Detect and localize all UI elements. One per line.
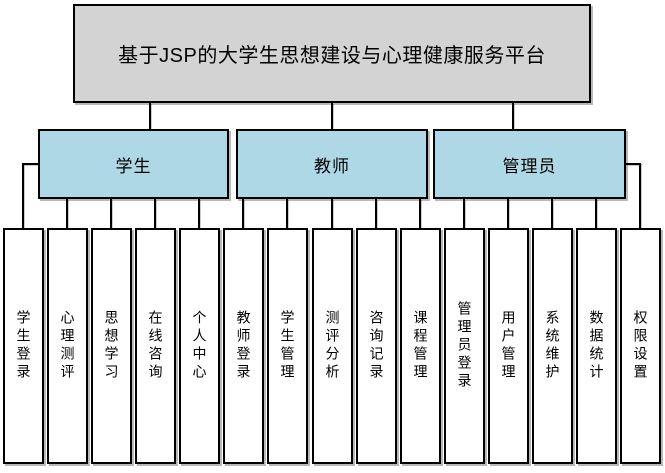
connector-teacher-leaf5 — [419, 199, 421, 228]
leaf-label: 课程管理 — [412, 310, 429, 382]
branch-node-student: 学生 — [38, 129, 229, 199]
connector-admin-leaf1 — [463, 199, 465, 228]
leaf-node-ideology-learning: 思想学习 — [91, 228, 132, 464]
connector-student-leaf5 — [198, 199, 200, 228]
connector-root-teacher — [331, 103, 333, 129]
connector-root-student — [149, 103, 151, 129]
leaf-node-consult-records: 咨询记录 — [356, 228, 397, 464]
leaf-label: 学生管理 — [279, 310, 296, 382]
leaf-label: 心理测评 — [59, 310, 76, 382]
leaf-label: 个人中心 — [191, 310, 208, 382]
connector-student-leaf1-h — [22, 163, 38, 165]
leaf-label: 教师登录 — [235, 310, 252, 382]
connector-admin-leaf5-v — [639, 163, 641, 228]
leaf-node-student-login: 学生登录 — [3, 228, 44, 464]
root-node-platform-title: 基于JSP的大学生思想建设与心理健康服务平台 — [73, 4, 591, 103]
connector-teacher-leaf1 — [242, 199, 244, 228]
leaf-node-system-maintenance: 系统维护 — [532, 228, 573, 464]
connector-student-leaf1-v — [22, 163, 24, 228]
leaf-node-teacher-login: 教师登录 — [223, 228, 264, 464]
leaf-node-user-mgmt: 用户管理 — [488, 228, 529, 464]
leaf-node-psych-assessment: 心理测评 — [47, 228, 88, 464]
connector-admin-leaf4 — [595, 199, 597, 228]
connector-teacher-leaf4 — [375, 199, 377, 228]
leaf-label: 测评分析 — [324, 310, 341, 382]
leaf-label: 在线咨询 — [147, 310, 164, 382]
connector-admin-leaf3 — [551, 199, 553, 228]
leaf-label: 用户管理 — [500, 310, 517, 382]
leaf-label: 权限设置 — [632, 310, 649, 382]
connector-teacher-leaf3 — [331, 199, 333, 228]
branch-label-teacher: 教师 — [314, 156, 350, 176]
branch-label-student: 学生 — [115, 156, 152, 176]
leaf-node-course-mgmt: 课程管理 — [400, 228, 441, 464]
leaf-node-data-statistics: 数据统计 — [576, 228, 617, 464]
connector-student-leaf3 — [110, 199, 112, 228]
leaf-node-assessment-analysis: 测评分析 — [312, 228, 353, 464]
leaf-node-permission-settings: 权限设置 — [620, 228, 661, 464]
connector-root-admin — [512, 103, 514, 129]
branch-label-admin: 管理员 — [502, 156, 557, 176]
leaf-node-personal-center: 个人中心 — [179, 228, 220, 464]
leaf-node-student-mgmt: 学生管理 — [267, 228, 308, 464]
leaf-label: 数据统计 — [588, 310, 605, 382]
diagram-title: 基于JSP的大学生思想建设与心理健康服务平台 — [118, 45, 546, 67]
leaf-node-admin-login: 管理员登录 — [444, 228, 485, 464]
leaf-label: 系统维护 — [544, 310, 561, 382]
branch-node-admin: 管理员 — [433, 129, 626, 199]
leaf-label: 思想学习 — [103, 310, 120, 382]
leaf-label: 管理员登录 — [456, 301, 473, 391]
leaf-label: 咨询记录 — [368, 310, 385, 382]
connector-admin-leaf2 — [507, 199, 509, 228]
connector-student-leaf4 — [154, 199, 156, 228]
leaf-label: 学生登录 — [15, 310, 32, 382]
connector-teacher-leaf2 — [286, 199, 288, 228]
connector-admin-leaf5-h — [626, 163, 641, 165]
branch-node-teacher: 教师 — [236, 129, 428, 199]
connector-student-leaf2 — [66, 199, 68, 228]
leaf-node-online-consult: 在线咨询 — [135, 228, 176, 464]
